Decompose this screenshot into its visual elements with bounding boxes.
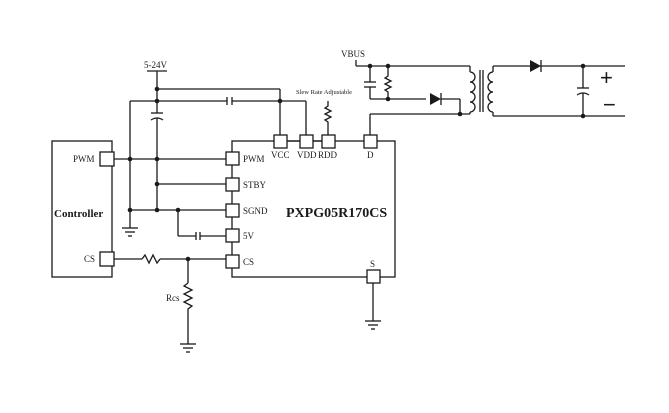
rcs-resistor-icon: [182, 282, 194, 344]
output-minus-label: −: [603, 92, 616, 117]
controller-cs-pin: [99, 251, 115, 267]
junction-dot: [127, 156, 133, 162]
ic-pin-s-label: S: [370, 259, 375, 269]
controller-pwm-pin: [99, 151, 115, 167]
ic-pin-d-label: D: [367, 150, 374, 160]
ic-block: [231, 140, 396, 278]
ic-pin-rdd: [321, 134, 336, 149]
rcs-label: Rcs: [166, 293, 180, 303]
secondary-winding-icon: [487, 71, 494, 113]
junction-dot: [154, 86, 160, 92]
ic-pin-5v-label: 5V: [243, 231, 255, 241]
output-plus-label: +: [600, 65, 613, 90]
ic-pin-stby: [225, 177, 240, 192]
ic-pin-vcc: [273, 134, 288, 149]
ic-name: PXPG05R170CS: [286, 206, 387, 221]
controller-pwm-label: PWM: [73, 154, 95, 164]
ic-pin-rdd-label: RDD: [318, 150, 338, 160]
ic-pin-pwm-label: PWM: [243, 154, 265, 164]
controller-cs-label: CS: [84, 254, 95, 264]
junction-dot: [457, 111, 463, 117]
junction-dot: [277, 98, 283, 104]
ic-pin-s: [366, 269, 381, 284]
ic-pin-sgnd: [225, 203, 240, 218]
ic-pin-sgnd-label: SGND: [243, 206, 268, 216]
junction-dot: [154, 181, 160, 187]
rdd-resistor-icon: [323, 101, 333, 135]
snubber-resistor-icon: [383, 66, 393, 99]
ic-pin-vcc-label: VCC: [271, 150, 290, 160]
slew-rate-label: Slew Rate Adjustable: [296, 89, 352, 96]
cs-resistor-icon: [141, 253, 161, 265]
ic-pin-vdd-label: VDD: [297, 150, 317, 160]
supply-label: 5-24V: [144, 60, 167, 70]
controller-title: Controller: [54, 208, 103, 220]
vbus-label: VBUS: [341, 49, 365, 59]
junction-dot: [127, 207, 133, 213]
clamp-diode-icon: [430, 93, 441, 105]
ic-pin-vdd: [299, 134, 314, 149]
primary-winding-icon: [469, 71, 476, 113]
junction-dot: [154, 98, 160, 104]
ic-pin-cs-label: CS: [243, 257, 254, 267]
output-diode-icon: [530, 60, 541, 72]
junction-dot: [154, 207, 160, 213]
ic-pin-d: [363, 134, 378, 149]
ic-pin-stby-label: STBY: [243, 180, 267, 190]
junction-dot: [385, 96, 391, 102]
ic-pin-pwm: [225, 151, 240, 166]
ic-pin-5v: [225, 228, 240, 243]
ic-pin-cs: [225, 254, 240, 269]
